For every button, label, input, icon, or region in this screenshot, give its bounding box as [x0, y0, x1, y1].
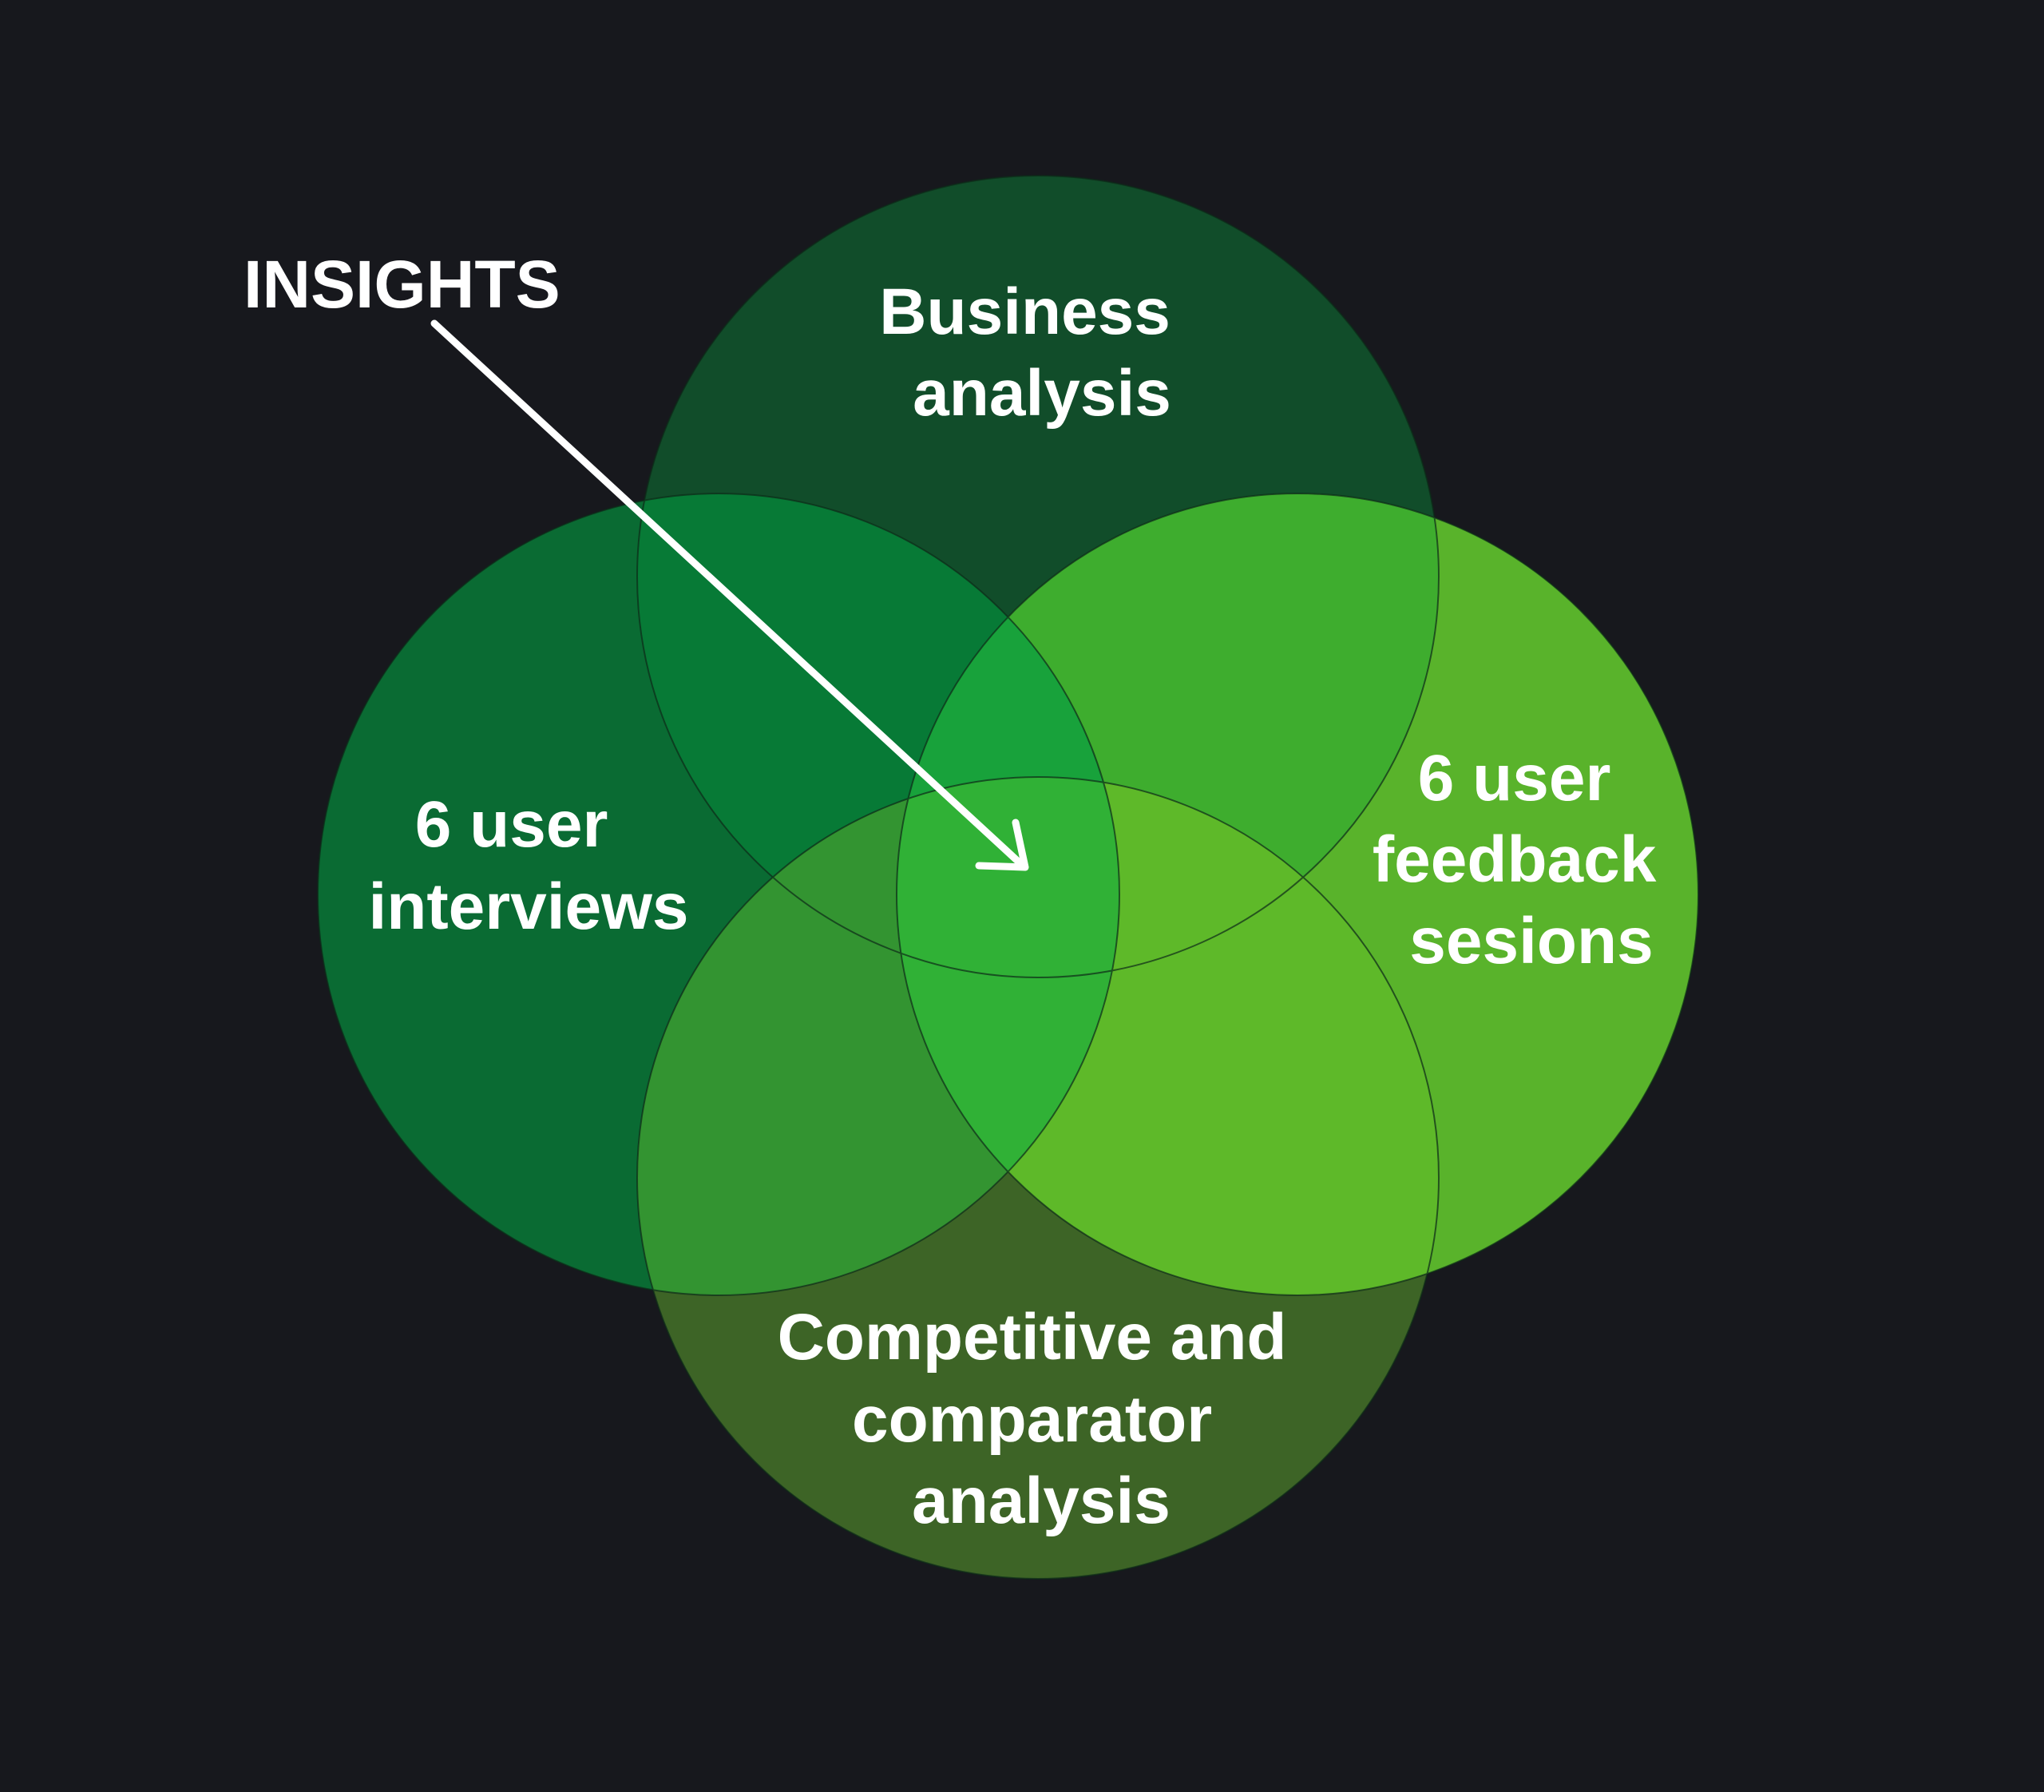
circle-outlines — [317, 175, 1699, 1580]
label-user-interviews: 6 user interviews — [368, 788, 688, 943]
overlap-feedback-competitive — [897, 777, 1439, 1295]
insights-arrow — [430, 319, 1028, 870]
label-competitive-analysis: Competitive and comparator analysis — [778, 1301, 1305, 1537]
label-user-feedback: 6 user feedback sesions — [1373, 742, 1674, 977]
insights-arrowhead — [975, 819, 1029, 871]
insights-label: INSIGHTS — [244, 247, 561, 322]
label-business-analysis: Business analysis — [879, 276, 1188, 430]
